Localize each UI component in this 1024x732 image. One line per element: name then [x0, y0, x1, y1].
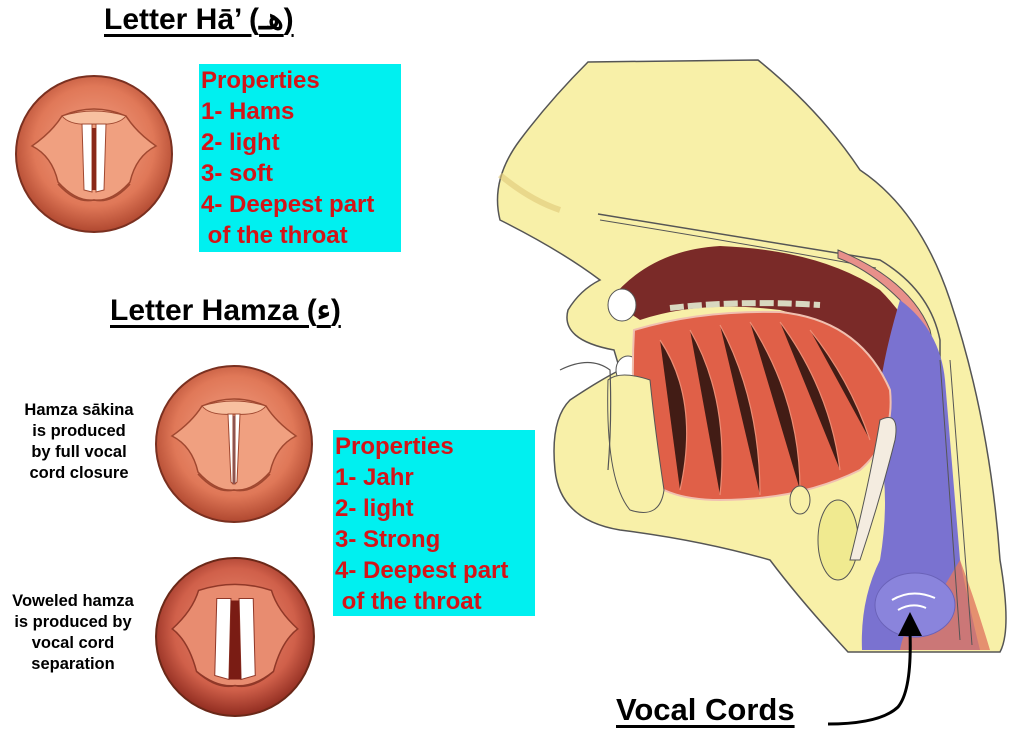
- caption-line: Hamza sākina: [24, 401, 134, 419]
- property-item: of the throat: [335, 588, 482, 615]
- caption-line: is produced: [32, 422, 126, 440]
- larynx-closed-icon: [155, 365, 313, 523]
- property-item: 1- Hams: [201, 98, 295, 125]
- vocal-cords-arrow-icon: [827, 612, 922, 726]
- ha-properties-box: Properties 1- Hams 2- light 3- soft 4- D…: [199, 64, 401, 252]
- property-item: 3- Strong: [335, 526, 441, 553]
- property-item: of the throat: [201, 222, 348, 249]
- property-item: 2- light: [335, 495, 414, 522]
- property-item: 3- soft: [201, 160, 273, 187]
- properties-heading: Properties: [335, 433, 454, 460]
- voweled-hamza-caption: Voweled hamza is produced by vocal cord …: [0, 591, 146, 675]
- property-item: 4- Deepest part: [335, 557, 509, 584]
- hamza-title: Letter Hamza (ء): [110, 294, 341, 327]
- caption-line: cord closure: [29, 464, 129, 482]
- vocal-cords-label: Vocal Cords: [616, 692, 795, 727]
- hamza-sakina-caption: Hamza sākina is produced by full vocal c…: [0, 400, 158, 484]
- properties-heading: Properties: [201, 67, 320, 94]
- head-cross-section-diagram: [496, 59, 1007, 653]
- caption-line: Voweled hamza: [12, 592, 134, 610]
- caption-line: by full vocal: [31, 443, 127, 461]
- property-item: 2- light: [201, 129, 280, 156]
- hamza-properties-box: Properties 1- Jahr 2- light 3- Strong 4-…: [333, 430, 535, 616]
- larynx-open-icon: [15, 75, 173, 233]
- caption-line: separation: [31, 655, 115, 673]
- larynx-separated-icon: [155, 557, 315, 717]
- ha-title: Letter Hā’ (هـ): [104, 3, 294, 36]
- property-item: 4- Deepest part: [201, 191, 375, 218]
- caption-line: vocal cord: [31, 634, 115, 652]
- property-item: 1- Jahr: [335, 464, 414, 491]
- caption-line: is produced by: [14, 613, 132, 631]
